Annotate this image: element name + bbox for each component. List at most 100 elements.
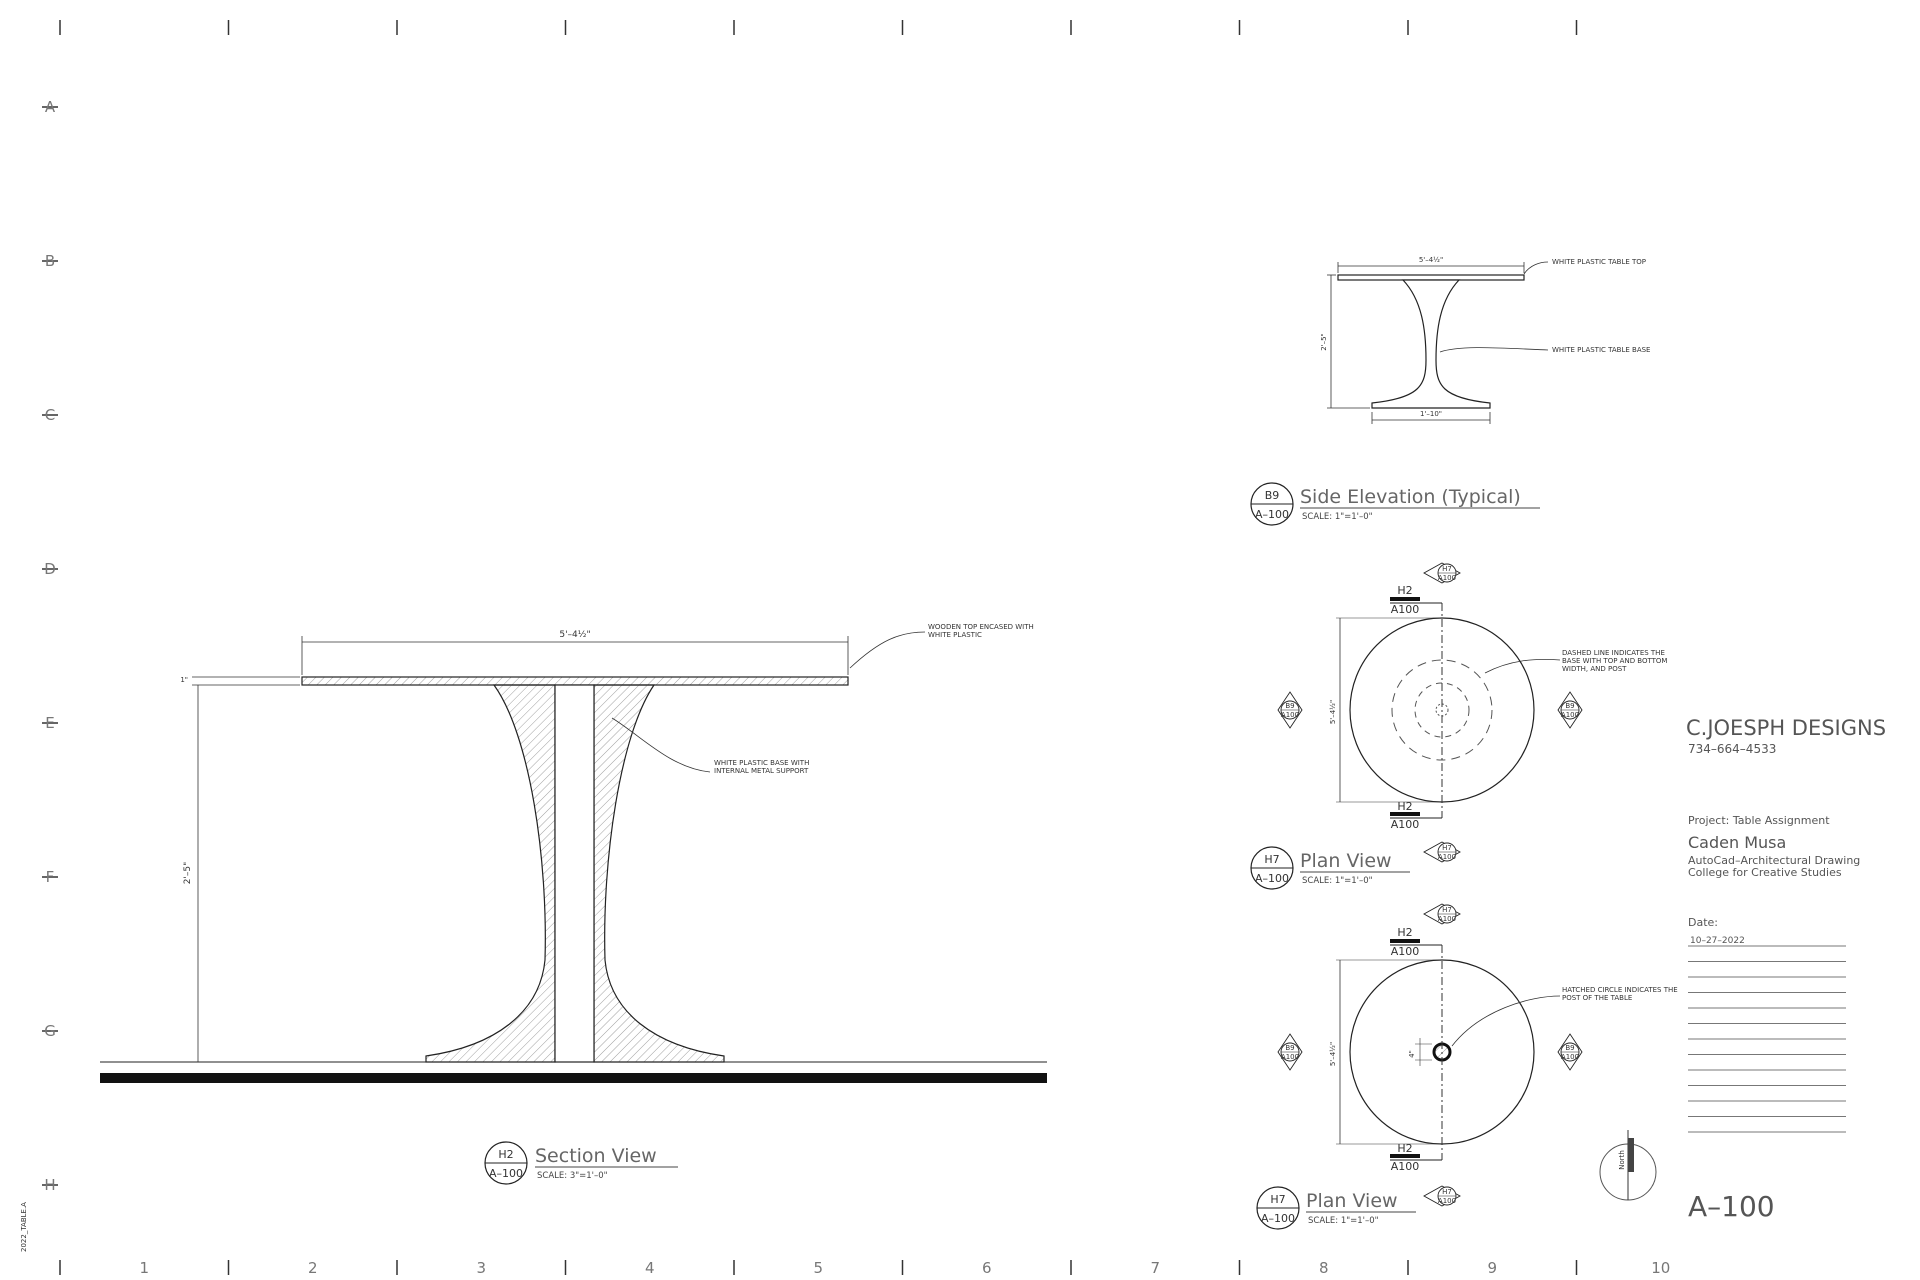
date-value: 10–27–2022 [1690,936,1745,946]
plan1-marker-top: H7 A100 [1423,562,1461,584]
plan-view-2-title: H7 A–100 Plan View SCALE: 1"=1'–0" [1256,1186,1416,1230]
plan2-marker-right: B9 A100 [1557,1033,1583,1071]
plan2-marker-right-label: B9 [1565,1044,1574,1052]
plan1-marker-bottom: H7 A100 [1423,841,1461,863]
plan1-dim: 5'–4½" [1329,700,1337,724]
plan1-bubble-top: H7 [1264,853,1279,866]
plan1-marker-bottom-label: H7 [1442,844,1452,852]
section-view-drawing: 5'–4½" 2'–5" 1" WOODEN TOP ENCASED WITH … [100,623,1047,1083]
side-elevation-drawing: 5'–4½" 2'–5" 1'–10" WHITE PLASTIC TABLE … [1320,256,1650,424]
plan-view-1-title: H7 A–100 Plan View SCALE: 1"=1'–0" [1250,846,1410,890]
table-top-section [301,676,849,686]
plan1-cut-bottom-sheet: A100 [1391,818,1420,831]
section-bubble-top: H2 [498,1148,513,1161]
plan2-marker-right-sheet: A100 [1561,1053,1579,1061]
project-name: Project: Table Assignment [1688,814,1830,827]
plan1-marker-left-sheet: A100 [1281,711,1299,719]
elev-dim-height: 2'–5" [1320,333,1328,351]
plan1-cut-bottom: H2 [1397,800,1412,813]
elev-bubble-bottom: A–100 [1255,508,1289,521]
plan2-dim-post: 4" [1408,1050,1416,1058]
elev-note-top: WHITE PLASTIC TABLE TOP [1552,258,1646,266]
plan2-cut-bottom: H2 [1397,1142,1412,1155]
north-label: North [1618,1150,1626,1170]
plan2-marker-left-label: B9 [1285,1044,1294,1052]
elev-bubble-top: B9 [1265,489,1280,502]
plan1-marker-top-sheet: A100 [1438,574,1456,582]
section-dim-thickness: 1" [180,676,188,684]
section-title: Section View [535,1145,657,1167]
plan-view-1-drawing: H2 A100 H2 A100 5'–4½" DASHED LINE INDIC… [1277,562,1667,863]
section-note-top-1: WOODEN TOP ENCASED WITH [928,623,1034,631]
floor-slab [100,1073,1047,1083]
plan2-bubble-bottom: A–100 [1261,1212,1295,1225]
title-block: C.JOESPH DESIGNS 734–664–4533 Project: T… [1686,716,1886,1223]
plan1-marker-right-sheet: A100 [1561,711,1579,719]
grid-row-label: F [46,868,55,886]
plan2-marker-left-sheet: A100 [1281,1053,1299,1061]
grid-col-label: 2 [308,1259,318,1277]
designer-name: Caden Musa [1688,833,1786,852]
grid-row-label: E [45,714,54,732]
plan2-title: Plan View [1306,1190,1398,1212]
grid-col-label: 5 [813,1259,823,1277]
plan1-marker-left-label: B9 [1285,702,1294,710]
plan2-marker-bottom-label: H7 [1442,1188,1452,1196]
plan2-dim: 5'–4½" [1329,1042,1337,1066]
grid-row-label: C [45,406,55,424]
plan2-marker-top-sheet: A100 [1438,915,1456,923]
plan1-note-2: BASE WITH TOP AND BOTTOM [1562,657,1667,665]
plan1-bubble-bottom: A–100 [1255,872,1289,885]
sheet-number: A–100 [1688,1190,1775,1223]
plan1-note-3: WIDTH, AND POST [1562,665,1627,673]
grid-col-label: 1 [139,1259,149,1277]
elev-title: Side Elevation (Typical) [1300,486,1521,508]
plan1-note-1: DASHED LINE INDICATES THE [1562,649,1665,657]
company-phone: 734–664–4533 [1688,742,1776,756]
north-arrow-icon: North [1599,1130,1657,1201]
metal-post [554,684,595,1063]
grid-col-label: 4 [645,1259,655,1277]
grid-col-label: 9 [1487,1259,1497,1277]
section-dim-height: 2'–5" [183,862,193,885]
plan2-note-1: HATCHED CIRCLE INDICATES THE [1562,986,1678,994]
base-right-section [593,684,725,1063]
plan1-marker-bottom-sheet: A100 [1438,853,1456,861]
plan1-marker-right-label: B9 [1565,702,1574,710]
base-left-section [425,684,556,1063]
section-dim-top: 5'–4½" [559,630,590,640]
section-note-base-2: INTERNAL METAL SUPPORT [714,767,809,775]
plan2-cut-top-sheet: A100 [1391,945,1420,958]
section-scale: SCALE: 3"=1'–0" [537,1171,608,1181]
grid-col-label: 3 [476,1259,486,1277]
plan2-marker-bottom: H7 A100 [1423,1185,1461,1207]
plan1-scale: SCALE: 1"=1'–0" [1302,876,1373,886]
plan2-marker-left: B9 A100 [1277,1033,1303,1071]
grid-col-label: 10 [1651,1259,1670,1277]
grid-col-label: 6 [982,1259,992,1277]
section-note-base-1: WHITE PLASTIC BASE WITH [714,759,809,767]
plan2-note-2: POST OF THE TABLE [1562,994,1632,1002]
company-name: C.JOESPH DESIGNS [1686,716,1886,740]
grid-row-label: B [45,252,55,270]
grid-row-label: G [44,1022,56,1040]
elev-scale: SCALE: 1"=1'–0" [1302,512,1373,522]
plan-view-2-drawing: H2 A100 H2 A100 5'–4½" 4" HATCHED CIRCLE… [1277,903,1678,1207]
plan2-marker-top-label: H7 [1442,906,1452,914]
plan1-marker-top-label: H7 [1442,565,1452,573]
grid-row-label: H [44,1176,55,1194]
plan2-cut-top: H2 [1397,926,1412,939]
plan2-marker-bottom-sheet: A100 [1438,1197,1456,1205]
plan2-cut-bottom-sheet: A100 [1391,1160,1420,1173]
plan1-marker-left: B9 A100 [1277,691,1303,729]
elev-table-top [1337,274,1525,281]
section-note-top-2: WHITE PLASTIC [928,631,982,639]
plan2-bubble-top: H7 [1270,1193,1285,1206]
plan1-title: Plan View [1300,850,1392,872]
plan2-scale: SCALE: 1"=1'–0" [1308,1216,1379,1226]
elev-note-base: WHITE PLASTIC TABLE BASE [1552,346,1650,354]
course-name: AutoCad–Architectural Drawing [1688,854,1860,867]
grid-col-label: 8 [1319,1259,1329,1277]
margin-note: 2022_TABLE.A [20,1202,28,1252]
